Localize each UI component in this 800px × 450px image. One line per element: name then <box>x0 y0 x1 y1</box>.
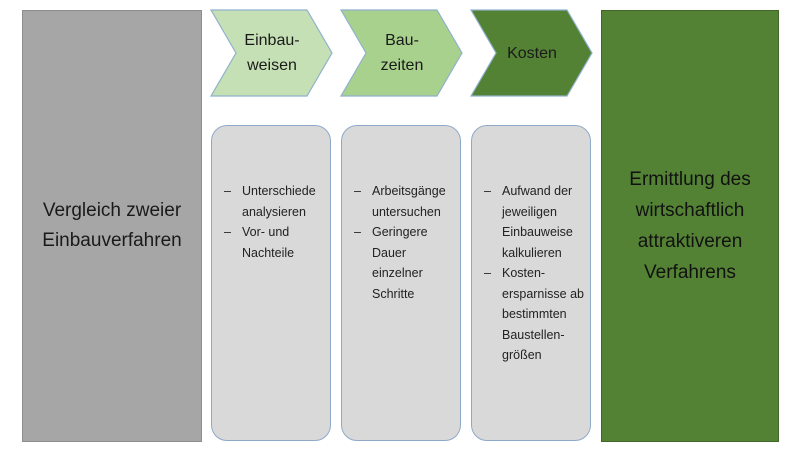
list-item: –Geringere Dauer einzelner Schritte <box>354 225 428 301</box>
step-2-label: Bau- zeiten <box>380 32 424 74</box>
list-item: –Arbeitsgänge untersuchen <box>354 184 446 219</box>
list-item: –Kosten- ersparnisse ab bestimmten Baust… <box>484 266 584 362</box>
step-3-label: Kosten <box>507 44 557 62</box>
step-1-bullet-list: –Unterschiede analysieren –Vor- und Nach… <box>222 181 324 263</box>
chevron-kosten <box>469 9 593 97</box>
step-1-label: Einbau- weisen <box>244 32 300 74</box>
result-box-text: Ermittlung des wirtschaftlich attraktive… <box>629 169 751 283</box>
chevron-bauzeiten <box>339 9 463 97</box>
start-box: Vergleich zweier Einbauverfahren <box>22 10 202 442</box>
list-item: –Vor- und Nachteile <box>224 225 295 260</box>
step-3-panel: –Aufwand der jeweiligen Einbauweise kalk… <box>471 125 591 441</box>
step-2-bullet-list: –Arbeitsgänge untersuchen –Geringere Dau… <box>352 181 454 304</box>
start-box-text: Vergleich zweier Einbauverfahren <box>42 200 182 251</box>
step-2-panel: –Arbeitsgänge untersuchen –Geringere Dau… <box>341 125 461 441</box>
chevron-einbauweisen <box>209 9 333 97</box>
list-item: –Aufwand der jeweiligen Einbauweise kalk… <box>484 184 573 260</box>
step-1-panel: –Unterschiede analysieren –Vor- und Nach… <box>211 125 331 441</box>
result-box: Ermittlung des wirtschaftlich attraktive… <box>601 10 779 442</box>
step-3-bullet-list: –Aufwand der jeweiligen Einbauweise kalk… <box>482 181 584 366</box>
list-item: –Unterschiede analysieren <box>224 184 316 219</box>
